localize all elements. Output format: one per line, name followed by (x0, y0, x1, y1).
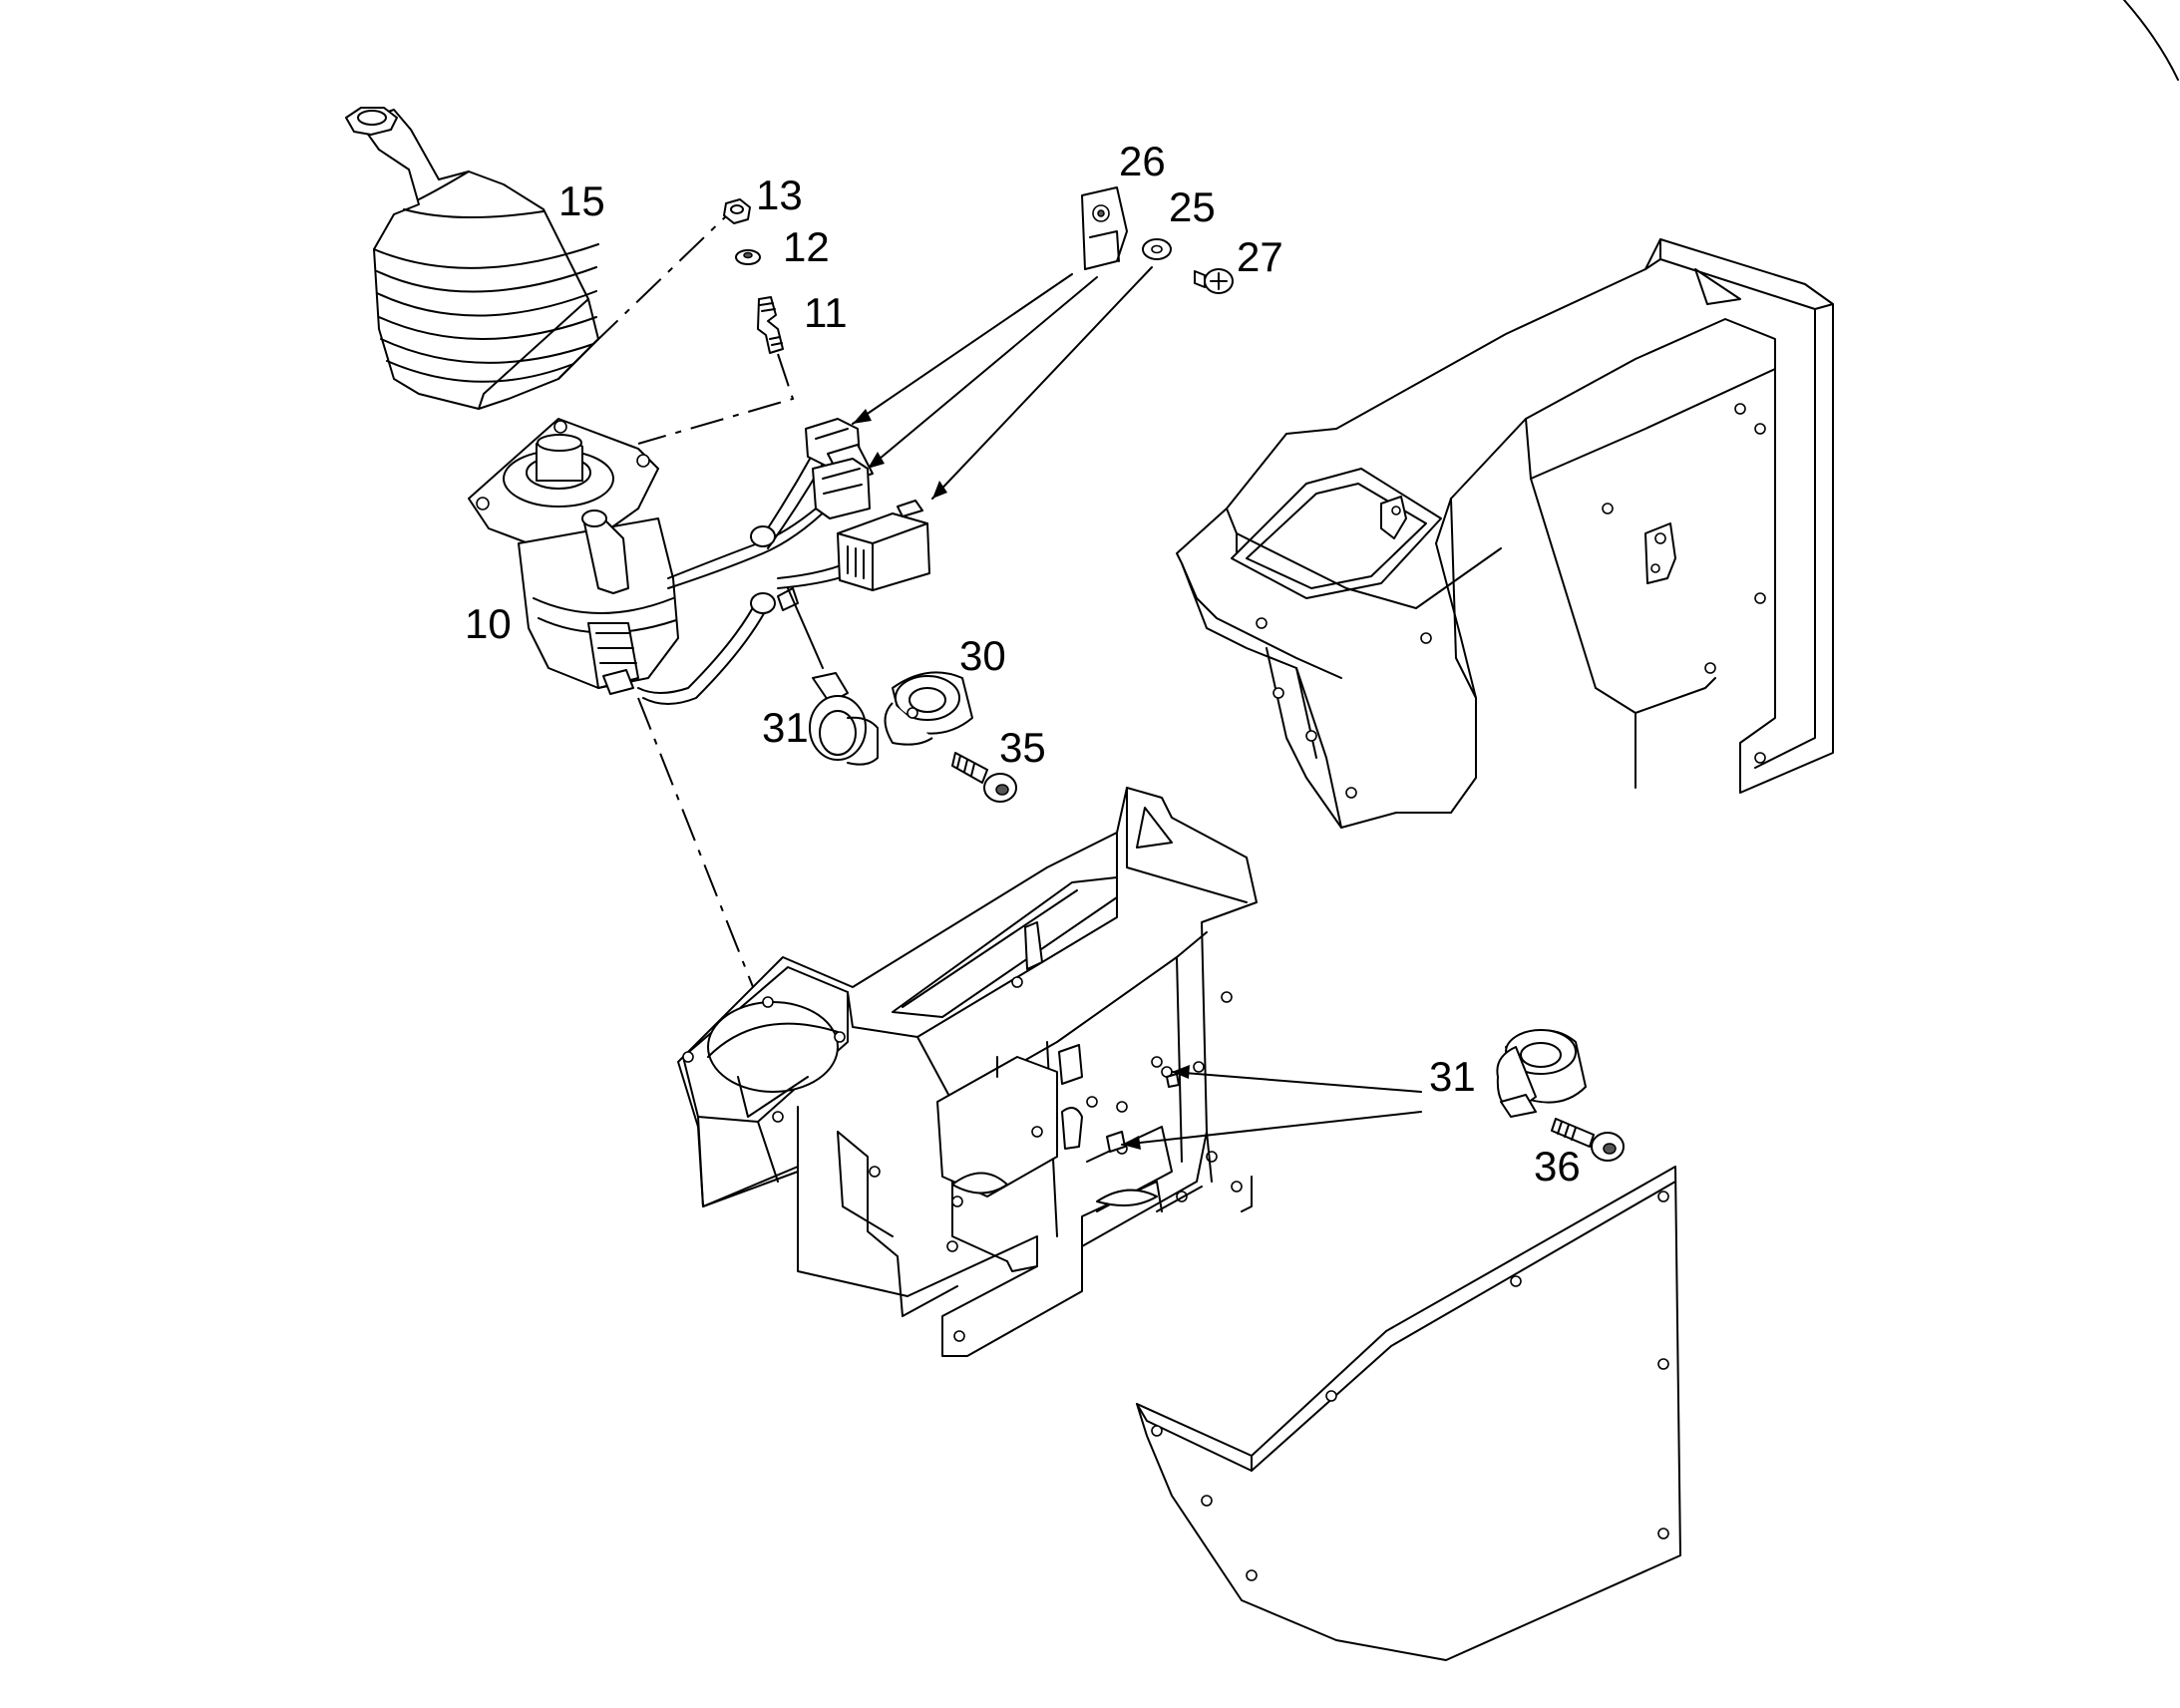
leader-26a (852, 273, 1073, 425)
callout-31-upper: 31 (762, 704, 809, 751)
part-35-bolt (951, 752, 1017, 803)
callout-26: 26 (1119, 138, 1166, 184)
leader-25 (931, 266, 1153, 500)
page-edge-arc (2123, 0, 2179, 81)
callout-11: 11 (804, 289, 848, 336)
part-10-joystick-unit (468, 418, 679, 695)
part-13-nut (723, 198, 751, 224)
part-31-grommet-upper (809, 672, 879, 766)
lower-shroud-panel (1136, 1166, 1681, 1661)
arrow-31b-a (1172, 1065, 1190, 1079)
callout-15: 15 (558, 177, 605, 224)
leader-cable-31 (787, 587, 824, 669)
part-36-bolt (1551, 1118, 1625, 1162)
callout-30: 30 (959, 632, 1006, 679)
leader-31b-a (1171, 1071, 1422, 1093)
callout-10: 10 (465, 600, 512, 647)
leader-10-bracket (637, 697, 764, 1013)
console-lower-frame (677, 787, 1258, 1357)
callout-12: 12 (783, 223, 830, 270)
callout-13: 13 (756, 171, 803, 218)
connector-lower (837, 500, 930, 591)
part-12-washer (735, 249, 761, 265)
part-25-washer (1142, 238, 1172, 260)
leader-31b-b (1121, 1111, 1422, 1146)
callout-36: 36 (1534, 1143, 1581, 1190)
arrow-25 (932, 481, 947, 499)
connector-middle (812, 458, 871, 519)
leader-26b (867, 276, 1098, 470)
callout-31-lower: 31 (1429, 1053, 1476, 1100)
part-26-clip (1081, 186, 1128, 270)
arrow-31b-b (1122, 1136, 1141, 1150)
arrow-26b (868, 452, 885, 469)
part-15-joystick-boot (345, 107, 599, 410)
callout-25: 25 (1169, 183, 1216, 230)
arrow-26a (853, 409, 872, 424)
console-upper-housing (1176, 238, 1834, 829)
leader-11-assembly (637, 353, 795, 445)
leader-15-13 (592, 213, 729, 345)
part-27-screw (1194, 268, 1234, 294)
part-31-grommet-lower (1496, 1029, 1587, 1118)
callout-27: 27 (1237, 233, 1283, 280)
part-11-stud (757, 296, 784, 354)
callout-35: 35 (999, 724, 1046, 771)
part-30-grommet (884, 671, 973, 746)
